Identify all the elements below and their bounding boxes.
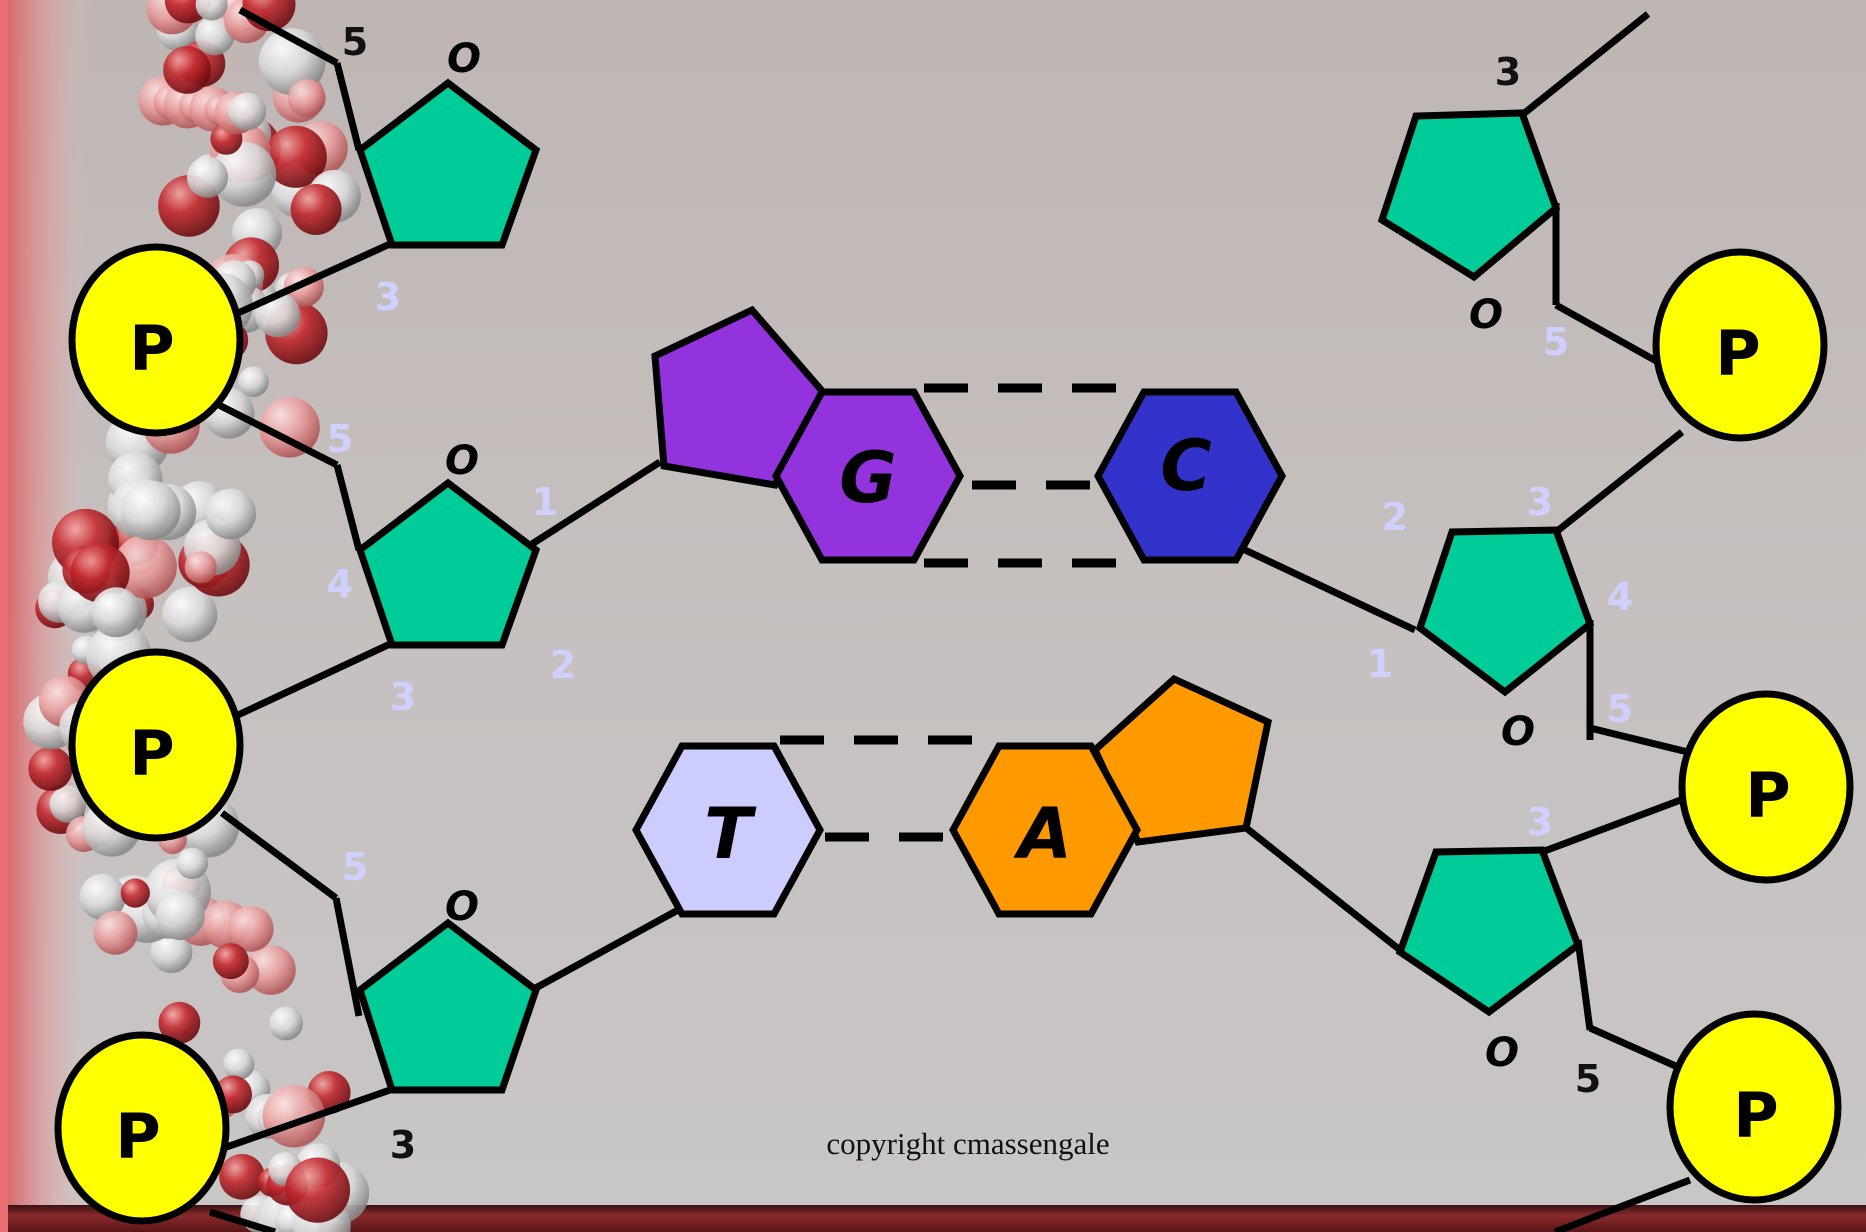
background-sphere	[176, 847, 208, 880]
carbon-number-label: 3	[1527, 480, 1553, 524]
cytosine-label: C	[1160, 425, 1211, 507]
carbon-number-label: 5	[327, 417, 353, 461]
background-sphere	[28, 746, 73, 791]
background-sphere	[121, 480, 181, 541]
background-sphere	[290, 184, 342, 235]
sugar-pentagon	[1377, 109, 1561, 282]
background-sphere	[186, 156, 229, 198]
sugar-pentagon	[355, 918, 541, 1094]
background-sphere	[79, 873, 126, 921]
background-sphere	[155, 891, 205, 941]
label-group: P P P P P P O O O O O O G C T A 5 3 3 5 5 1 4 2 3 2 3 4 1 5 5 3 3 5	[115, 20, 1790, 1173]
background-sphere	[113, 535, 177, 599]
copyright-text: copyright cmassengale	[826, 1126, 1109, 1161]
background-sphere	[150, 931, 193, 974]
carbon-number-label: 5	[342, 845, 368, 889]
background-sphere	[93, 910, 138, 955]
background-sphere	[227, 905, 274, 952]
phosphate-label: P	[129, 312, 174, 385]
phosphate-circle	[68, 648, 244, 842]
oxygen-label: O	[1501, 709, 1535, 755]
background-sphere	[242, 0, 296, 32]
background-sphere	[212, 943, 249, 980]
background-sphere	[223, 1048, 255, 1081]
sugar-pentagon	[1415, 526, 1595, 697]
phosphate-label: P	[1733, 1079, 1778, 1152]
background-sphere	[120, 878, 150, 908]
phosphate-label: P	[115, 1100, 160, 1173]
carbon-number-label: 1	[1367, 642, 1393, 686]
background-sphere	[219, 1154, 265, 1200]
carbon-number-label: 3	[1527, 800, 1553, 844]
oxygen-label: O	[1485, 1030, 1519, 1076]
cytosine-hexagon	[1094, 388, 1286, 564]
carbon-number-label: 3	[390, 675, 416, 719]
carbon-number-label: 5	[342, 20, 368, 64]
guanine-label: G	[839, 437, 896, 519]
backbone-bonds	[208, 6, 1701, 1232]
oxygen-label: O	[447, 36, 481, 82]
background-sphere	[49, 785, 87, 823]
background-sphere	[269, 1006, 303, 1041]
carbon-number-label: 3	[1495, 50, 1521, 94]
background-sphere	[91, 587, 142, 638]
carbon-number-label: 5	[1575, 1057, 1601, 1101]
carbon-number-label: 1	[532, 480, 558, 524]
phosphate-circle	[1678, 690, 1854, 884]
base-group	[632, 305, 1286, 918]
background-sphere	[211, 141, 277, 207]
thymine-label: T	[704, 793, 757, 875]
background-sphere	[284, 1157, 351, 1223]
carbon-number-label: 2	[1382, 495, 1408, 539]
phosphate-circle	[1666, 1010, 1842, 1204]
background-sphere	[162, 587, 218, 643]
background-sphere	[195, 0, 228, 21]
sugar-pentagon	[355, 78, 541, 249]
phosphate-group	[54, 243, 1854, 1225]
phosphate-label: P	[129, 717, 174, 790]
background-sphere	[184, 551, 217, 584]
carbon-number-label: 5	[1607, 687, 1633, 731]
carbon-number-label: 3	[390, 1123, 416, 1167]
adenine-label: A	[1013, 793, 1072, 875]
sugar-pentagon	[1395, 846, 1583, 1017]
sugar-group	[355, 78, 1595, 1094]
guanine-hexagon	[772, 388, 964, 564]
carbon-number-label: 5	[1543, 320, 1569, 364]
background-sphere	[163, 46, 212, 94]
background-sphere	[158, 1001, 201, 1044]
background-sphere	[259, 397, 320, 458]
phosphate-circle	[54, 1031, 230, 1225]
phosphate-circle	[1652, 248, 1828, 442]
background-sphere	[238, 366, 269, 398]
phosphate-label: P	[1745, 759, 1790, 832]
background-sphere	[246, 945, 296, 995]
background-sphere	[264, 125, 327, 188]
oxygen-label: O	[445, 884, 479, 930]
background-sphere	[195, 16, 235, 56]
background-sphere	[228, 92, 267, 131]
oxygen-label: O	[445, 438, 479, 484]
oxygen-label: O	[1469, 292, 1503, 338]
carbon-number-label: 3	[375, 275, 401, 319]
phosphate-label: P	[1715, 317, 1760, 390]
adenine-hexagon	[949, 742, 1141, 918]
carbon-number-label: 4	[1607, 575, 1633, 619]
phosphate-circle	[68, 243, 244, 437]
carbon-number-label: 4	[327, 562, 353, 606]
sugar-pentagon	[355, 478, 541, 649]
background-sphere	[288, 79, 326, 117]
background-sphere	[205, 488, 256, 540]
thymine-hexagon	[632, 742, 824, 918]
carbon-number-label: 2	[550, 643, 576, 687]
hydrogen-bonds	[780, 383, 1118, 842]
